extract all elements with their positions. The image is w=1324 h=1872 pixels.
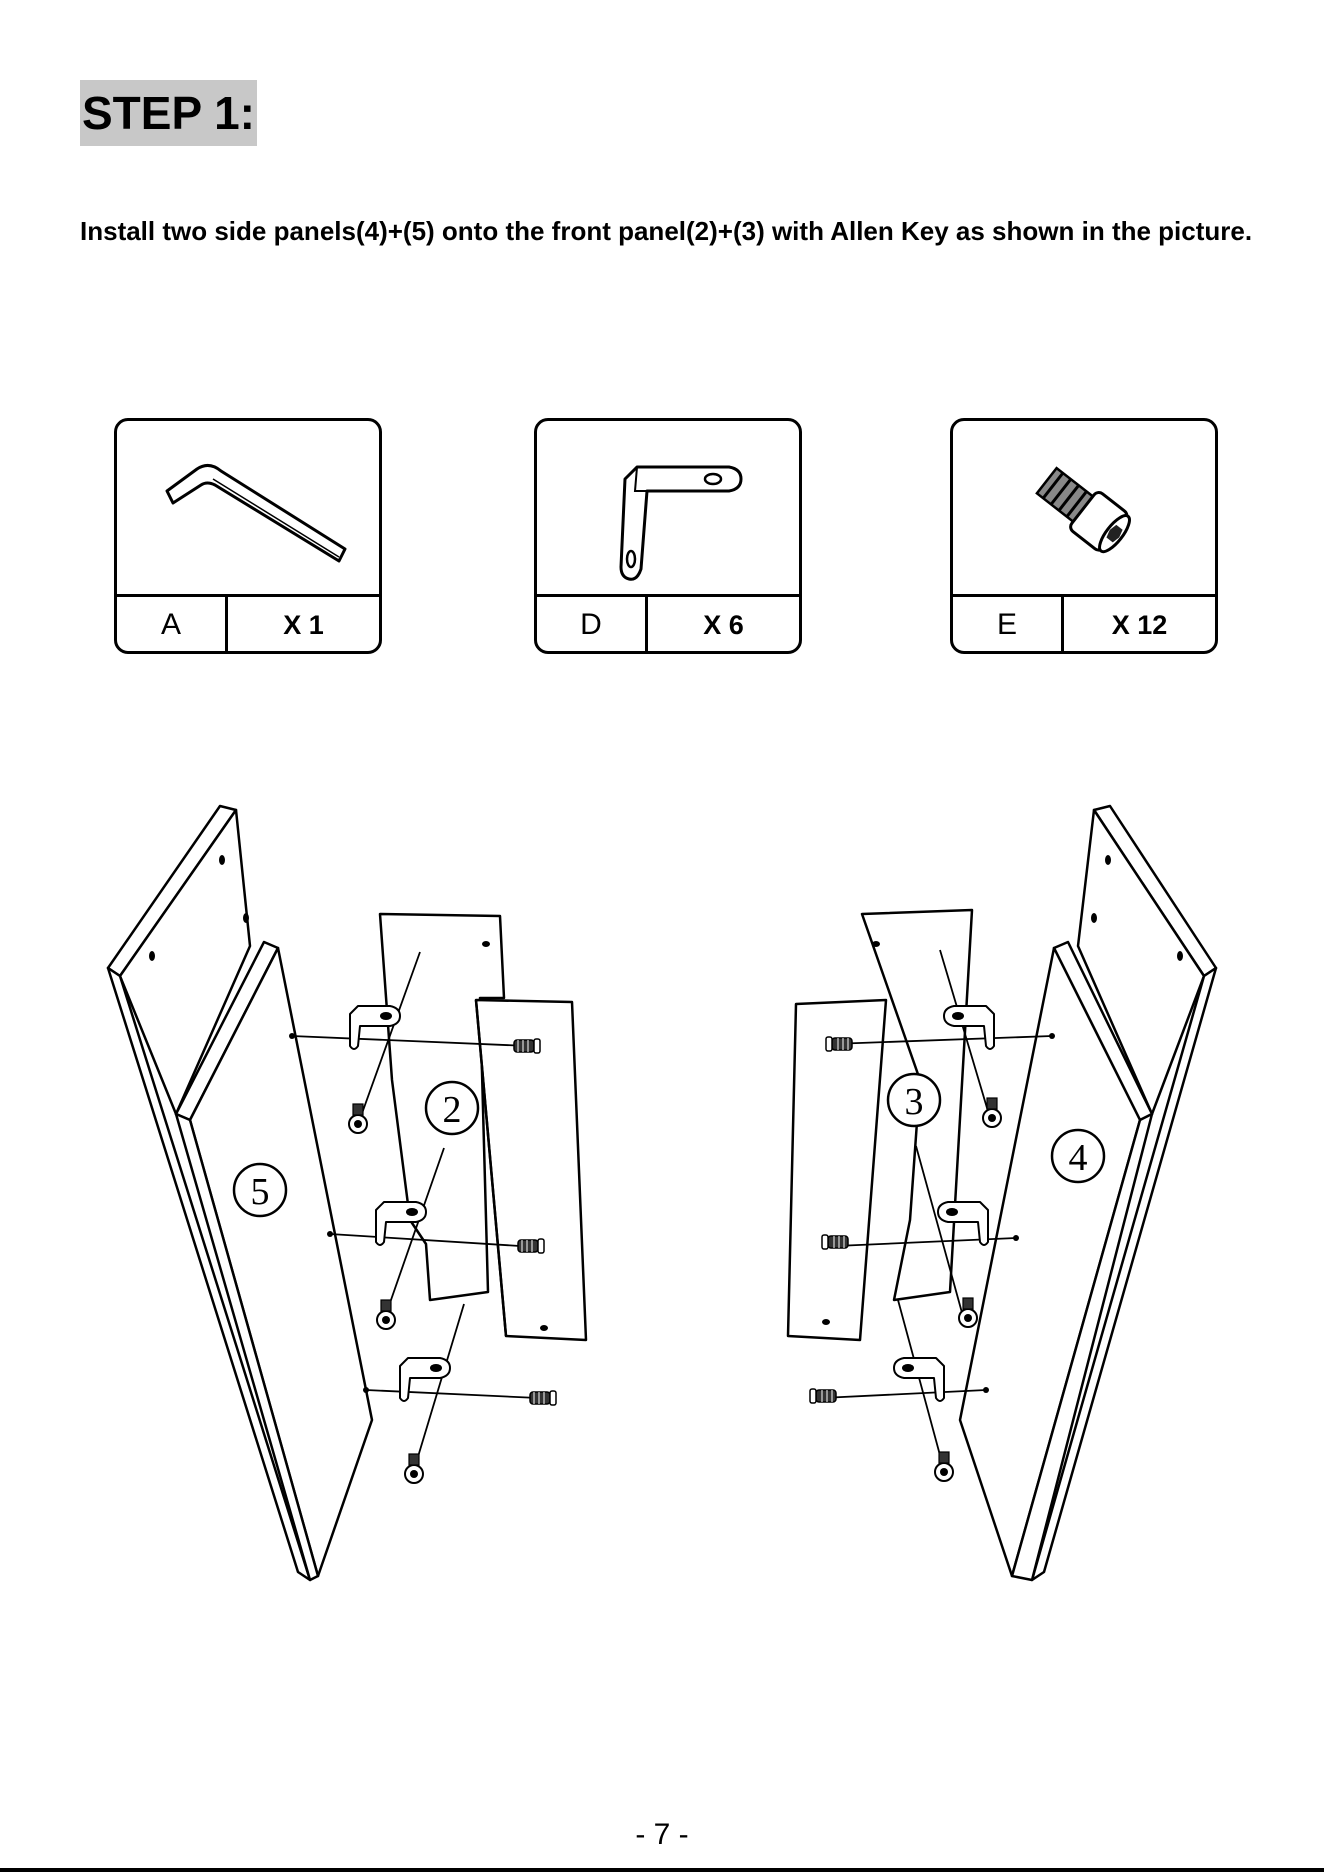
panel-label-3: 3 [905,1081,924,1123]
part-letter: E [953,597,1064,651]
step-title: STEP 1: [80,80,257,146]
l-bracket-icon [537,421,799,597]
part-quantity: X 12 [1064,597,1215,651]
part-label-row: E X 12 [953,594,1215,651]
part-label-row: D X 6 [537,594,799,651]
page-number: - 7 - [0,1818,1324,1852]
panel-label-4: 4 [1069,1137,1088,1179]
part-card-a: A X 1 [114,418,382,654]
part-quantity: X 6 [648,597,799,651]
part-letter: D [537,597,648,651]
part-label-row: A X 1 [117,594,379,651]
bolt-icon [953,421,1215,597]
part-card-e: E X 12 [950,418,1218,654]
instruction-text: Install two side panels(4)+(5) onto the … [80,196,1260,266]
panel-label-5: 5 [251,1171,270,1213]
part-quantity: X 1 [228,597,379,651]
part-card-d: D X 6 [534,418,802,654]
allen-key-icon [117,421,379,597]
part-letter: A [117,597,228,651]
assembly-diagram: 2 3 4 5 [0,780,1324,1600]
page-bottom-rule [0,1868,1324,1872]
panel-label-2: 2 [443,1089,462,1131]
